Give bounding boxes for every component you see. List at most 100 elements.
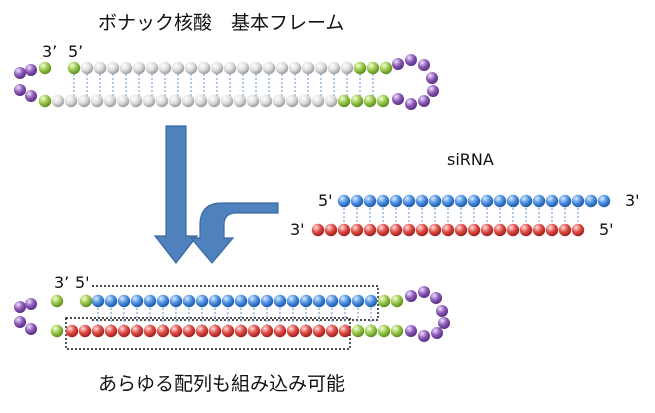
bottom-blue-bead xyxy=(143,294,157,308)
bottom-blue-bead xyxy=(169,294,183,308)
sirna-blue-bead xyxy=(402,194,416,208)
top-loop-bead xyxy=(427,85,439,97)
top-gray-bead xyxy=(246,94,260,108)
bottom-structure xyxy=(14,285,450,350)
top-gray-bead xyxy=(324,94,338,108)
sirna-red-bead xyxy=(558,223,572,237)
top-gray-bead xyxy=(311,94,325,108)
bottom-loop-bead xyxy=(436,305,448,317)
top-gray-bead xyxy=(106,61,120,75)
top-green-bead xyxy=(379,61,393,75)
top-gray-bead xyxy=(272,94,286,108)
bottom-blue-bead xyxy=(364,294,378,308)
bottom-blue-bead xyxy=(234,294,248,308)
top-lower-strand xyxy=(14,84,439,110)
sirna-blue-bead xyxy=(389,194,403,208)
top-gray-bead xyxy=(168,94,182,108)
bottom-red-bead xyxy=(273,324,287,338)
bottom-loop-bead xyxy=(431,327,443,339)
top-gray-bead xyxy=(158,61,172,75)
top-gray-bead xyxy=(327,61,341,75)
bottom-purple-bead xyxy=(14,316,26,328)
sirna-red-bead xyxy=(506,223,520,237)
top-gray-bead xyxy=(259,94,273,108)
bottom-red-bead xyxy=(104,324,118,338)
sirna-red-bead xyxy=(441,223,455,237)
sirna-red-bead xyxy=(519,223,533,237)
sirna-red-bead xyxy=(415,223,429,237)
bottom-red-bead xyxy=(234,324,248,338)
bottom-green-bead xyxy=(364,324,378,338)
sirna-red-bead xyxy=(311,223,325,237)
bottom-blue-bead xyxy=(182,294,196,308)
top-gray-bead xyxy=(301,61,315,75)
sirna-blue-bead xyxy=(441,194,455,208)
bottom-red-bead xyxy=(260,324,274,338)
top-green-bead xyxy=(67,61,81,75)
top-connectors xyxy=(73,74,374,101)
red-selection-outline xyxy=(65,317,351,350)
sirna-red-bead xyxy=(467,223,481,237)
top-gray-bead xyxy=(249,61,263,75)
sirna-blue-bead xyxy=(428,194,442,208)
bottom-green-bead xyxy=(351,324,365,338)
top-gray-bead xyxy=(51,94,65,108)
bottom-blue-bead xyxy=(130,294,144,308)
bottom-red-bead xyxy=(78,324,92,338)
sirna-blue-bead xyxy=(376,194,390,208)
sirna-structure xyxy=(311,194,611,237)
sirna-red-bead xyxy=(337,223,351,237)
top-gray-bead xyxy=(64,94,78,108)
bottom-blue-bead xyxy=(273,294,287,308)
sirna-red-bead xyxy=(454,223,468,237)
top-gray-bead xyxy=(220,94,234,108)
top-gray-bead xyxy=(236,61,250,75)
bottom-loop-bead xyxy=(438,317,450,329)
sirna-blue-bead xyxy=(519,194,533,208)
top-gray-bead xyxy=(210,61,224,75)
top-gray-bead xyxy=(129,94,143,108)
top-5prime-label: 5’ xyxy=(68,42,84,61)
top-gray-bead xyxy=(155,94,169,108)
top-gray-bead xyxy=(223,61,237,75)
bottom-blue-bead xyxy=(260,294,274,308)
curved-arrow xyxy=(189,202,279,264)
bottom-red-bead xyxy=(156,324,170,338)
bottom-blue-bead xyxy=(156,294,170,308)
bottom-red-bead xyxy=(195,324,209,338)
sirna-lower-strand xyxy=(311,223,585,237)
bottom-red-bead xyxy=(325,324,339,338)
sirna-blue-bead xyxy=(480,194,494,208)
top-gray-bead xyxy=(119,61,133,75)
bottom-5prime-label: 5' xyxy=(75,273,90,292)
top-gray-bead xyxy=(275,61,289,75)
bottom-red-bead xyxy=(117,324,131,338)
top-gray-bead xyxy=(171,61,185,75)
bottom-red-bead xyxy=(143,324,157,338)
sirna-blue-bead xyxy=(454,194,468,208)
top-gray-bead xyxy=(314,61,328,75)
sirna-3prime-top-label: 3' xyxy=(625,191,640,210)
bottom-green-bead xyxy=(79,294,93,308)
bottom-blue-bead xyxy=(247,294,261,308)
sirna-5prime-top-label: 5' xyxy=(318,191,333,210)
sirna-blue-bead xyxy=(545,194,559,208)
bottom-connectors xyxy=(97,308,372,325)
sirna-blue-bead xyxy=(337,194,351,208)
top-gray-bead xyxy=(184,61,198,75)
top-gray-bead xyxy=(181,94,195,108)
top-green-bead xyxy=(363,94,377,108)
bottom-green-bead xyxy=(377,324,391,338)
bottom-caption: あらゆる配列も組み込み可能 xyxy=(98,373,346,395)
top-gray-bead xyxy=(103,94,117,108)
sirna-red-bead xyxy=(532,223,546,237)
top-gray-bead xyxy=(262,61,276,75)
top-gray-bead xyxy=(207,94,221,108)
bottom-blue-bead xyxy=(91,294,105,308)
bottom-red-bead xyxy=(247,324,261,338)
top-title: ボナック核酸 基本フレーム xyxy=(98,12,345,34)
down-arrow xyxy=(153,125,199,264)
top-gray-bead xyxy=(285,94,299,108)
top-gray-bead xyxy=(233,94,247,108)
top-green-bead xyxy=(353,61,367,75)
